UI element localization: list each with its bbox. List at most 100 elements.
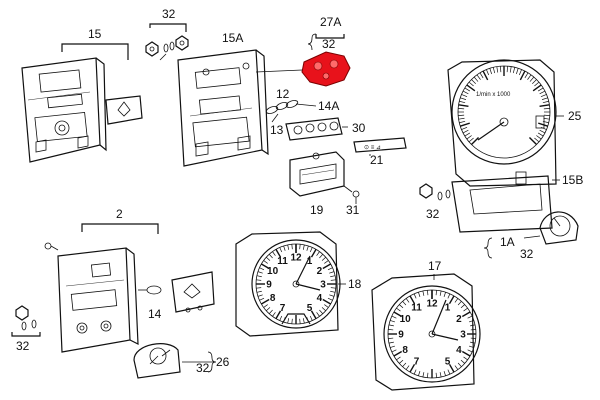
dial-tick xyxy=(388,324,394,327)
clock-numeral: 9 xyxy=(266,280,272,291)
dial-tick xyxy=(439,290,442,296)
dial-tick xyxy=(275,249,282,258)
part-19-warning-lamp-unit xyxy=(289,151,353,197)
dial-tick xyxy=(388,329,394,331)
dial-tick xyxy=(393,350,403,357)
dial-tick xyxy=(466,84,476,92)
part-1A-gauge xyxy=(523,211,579,245)
callout-13: 13 xyxy=(270,123,284,137)
dial-tick xyxy=(529,76,535,82)
clock-numeral: 2 xyxy=(317,266,323,277)
dial-tick xyxy=(538,122,548,127)
clock-numeral: 8 xyxy=(402,345,408,356)
clock-numeral: 11 xyxy=(277,256,288,267)
dial-tick xyxy=(460,122,470,127)
dial-tick xyxy=(443,292,446,298)
dial-tick xyxy=(310,249,317,258)
dial-tick xyxy=(427,290,429,296)
dial-tick xyxy=(322,298,331,305)
dial-tick xyxy=(409,363,416,373)
clock-numeral: 2 xyxy=(456,314,462,325)
callout-32-left: 32 xyxy=(16,339,30,353)
tach-unit-label: 1/min x 1000 xyxy=(476,92,511,98)
dial-tick xyxy=(257,271,263,274)
callout-15B: 15B xyxy=(562,173,583,187)
dial-tick xyxy=(470,324,476,327)
dial-tick xyxy=(302,318,305,324)
dial-tick xyxy=(461,94,468,98)
dial-tick xyxy=(279,247,283,253)
part-26-voltage-stabilizer xyxy=(133,343,181,379)
dial-tick xyxy=(306,245,309,251)
dial-tick xyxy=(476,74,481,80)
dial-tick xyxy=(422,372,425,378)
dial-tick xyxy=(539,90,546,95)
dial-tick xyxy=(467,349,473,353)
clock-numeral: 8 xyxy=(270,293,276,304)
dial-tick xyxy=(413,369,417,375)
dial-tick xyxy=(263,304,268,308)
dial-tick xyxy=(461,311,471,318)
dial-tick xyxy=(470,337,476,339)
dial-tick xyxy=(542,100,549,104)
part-32-screws-left xyxy=(11,305,41,337)
dial-tick xyxy=(448,295,455,305)
clock-numeral: 10 xyxy=(267,266,279,277)
callout-1A: 1A xyxy=(500,235,515,249)
callout-12: 12 xyxy=(276,87,290,101)
dial-tick xyxy=(435,372,437,378)
svg-text:⊙ ≡ ⊿: ⊙ ≡ ⊿ xyxy=(364,145,381,151)
dial-tick xyxy=(468,137,474,143)
dial-tick xyxy=(319,309,324,314)
callout-32-right: 32 xyxy=(426,207,440,221)
dial-tick xyxy=(256,290,262,293)
callout-32-top: 32 xyxy=(162,7,176,21)
callout-25: 25 xyxy=(568,109,582,123)
dial-tick xyxy=(467,315,473,319)
dial-tick xyxy=(422,290,425,296)
part-31-screw xyxy=(352,190,360,204)
dial-tick xyxy=(460,97,467,100)
dial-tick xyxy=(532,79,537,84)
dial-tick xyxy=(330,290,336,293)
dial-tick xyxy=(509,66,512,73)
dial-tick xyxy=(460,304,465,309)
dial-tick xyxy=(405,298,410,303)
dial-tick xyxy=(309,247,313,253)
callout-18: 18 xyxy=(348,277,362,291)
dial-tick xyxy=(537,87,544,92)
dial-tick xyxy=(399,359,404,364)
callout-32-26: 32 xyxy=(196,361,210,375)
dial-tick xyxy=(261,263,270,270)
dial-tick xyxy=(310,310,317,319)
clock-numeral: 7 xyxy=(414,356,420,367)
dial-tick xyxy=(512,67,516,74)
dial-tick xyxy=(329,294,335,297)
callout-2: 2 xyxy=(116,207,123,221)
part-15B-bracket xyxy=(419,171,553,233)
lamp-cover xyxy=(171,271,215,313)
callout-32-1A: 32 xyxy=(520,247,534,261)
dial-tick xyxy=(287,318,290,324)
callout-32-27A: 32 xyxy=(322,37,336,51)
dial-tick xyxy=(468,345,474,348)
dial-tick xyxy=(518,69,522,76)
dial-tick xyxy=(448,363,455,373)
dial-tick xyxy=(316,312,320,317)
dial-tick xyxy=(462,90,469,95)
dial-tick xyxy=(418,370,421,376)
dial-tick xyxy=(458,117,465,120)
callout-15A: 15A xyxy=(222,31,243,45)
dial-tick xyxy=(427,372,429,378)
dial-tick xyxy=(413,293,417,299)
dial-tick xyxy=(479,72,484,79)
dial-tick xyxy=(405,365,410,370)
dial-tick xyxy=(261,298,270,305)
clock-numeral: 7 xyxy=(280,303,286,314)
dial-tick xyxy=(471,79,476,84)
dial-tick xyxy=(391,315,397,319)
dial-tick xyxy=(266,307,271,312)
dial-tick xyxy=(329,271,335,274)
